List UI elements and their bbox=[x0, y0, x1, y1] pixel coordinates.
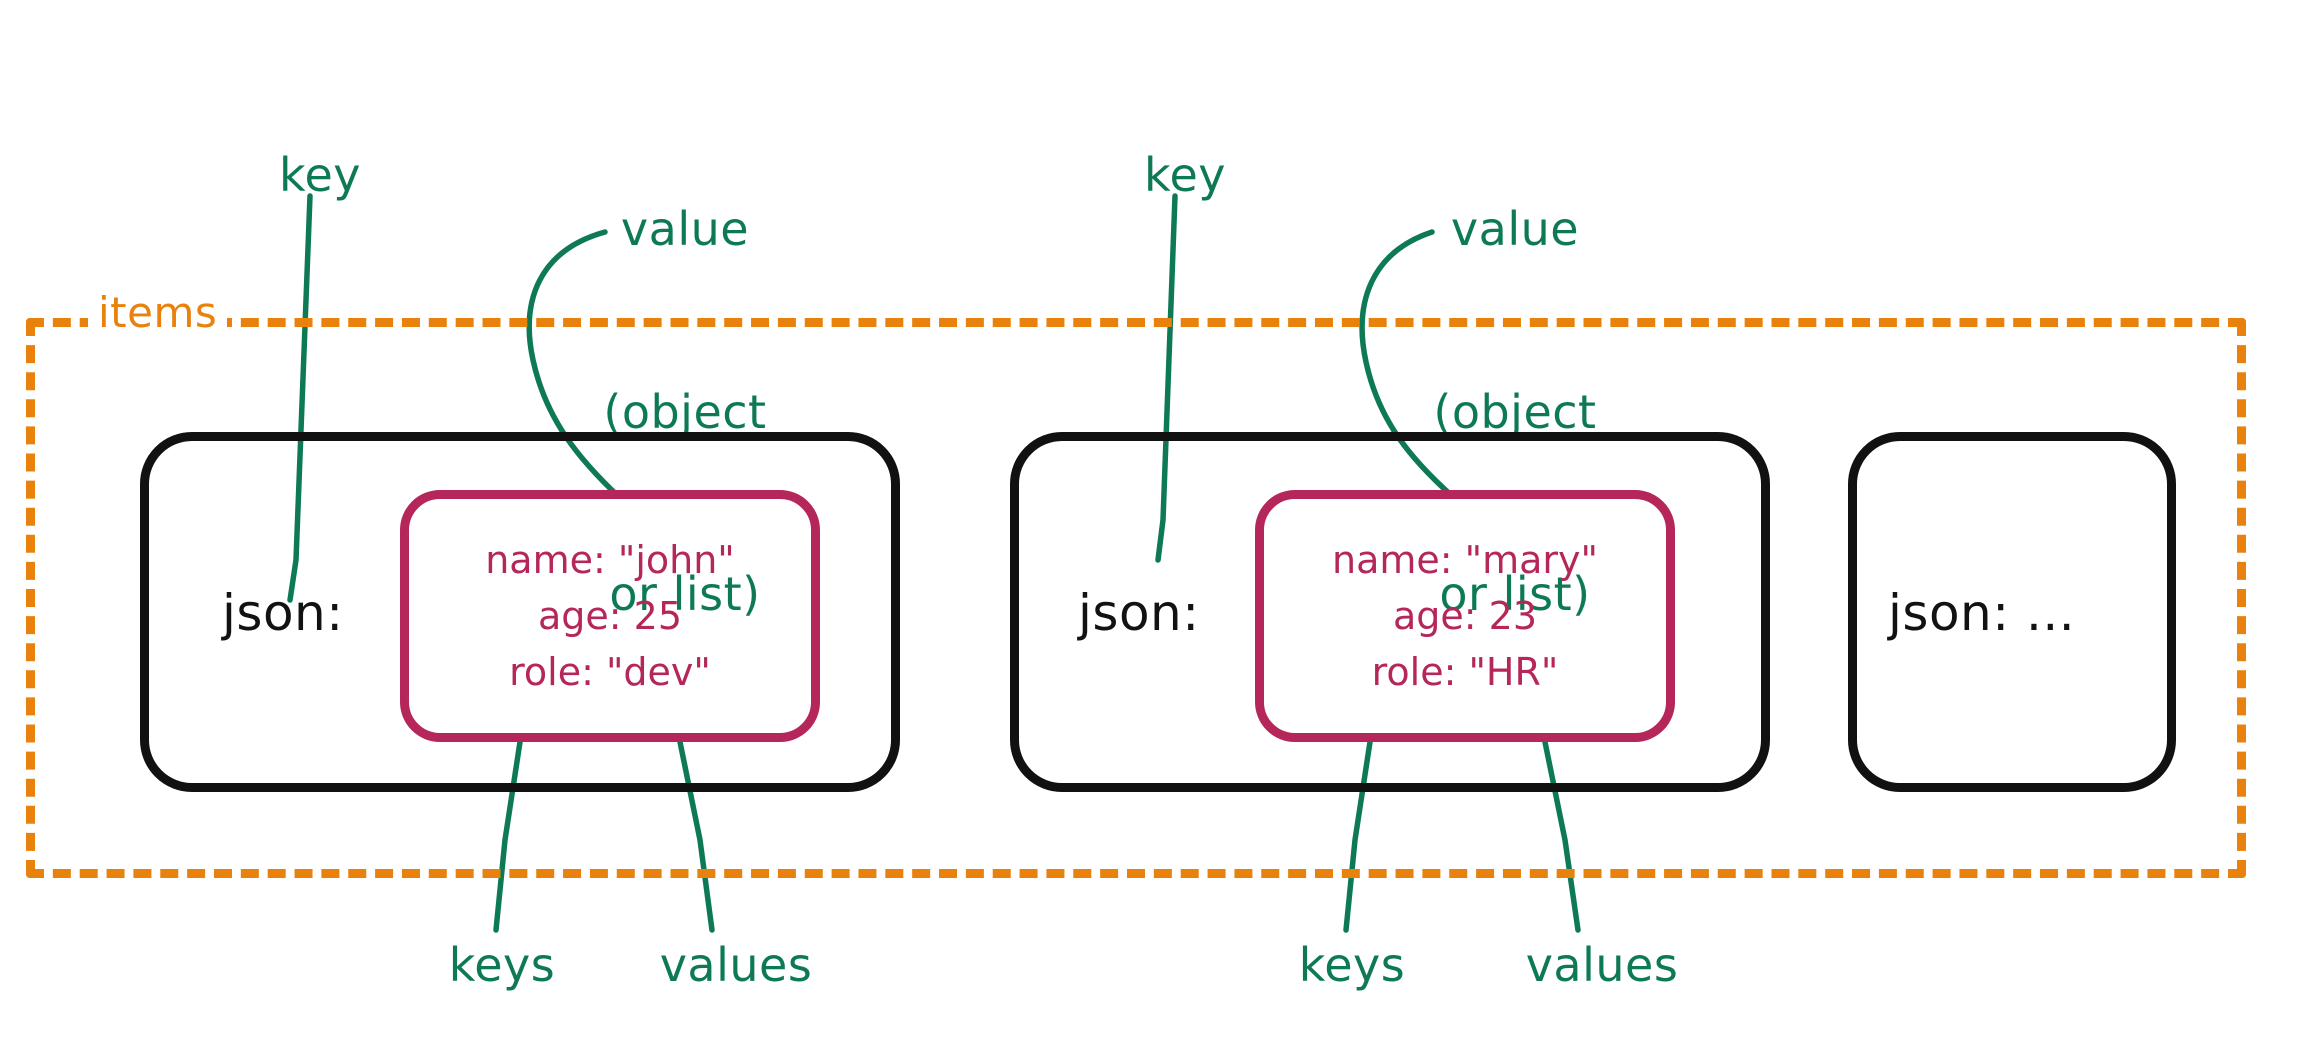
annotation-keys-2: keys bbox=[1298, 938, 1406, 992]
annotation-value-1: value (object or list) bbox=[570, 78, 800, 746]
item-2-pair-0: name: "mary" bbox=[1331, 537, 1599, 582]
item-box-2 bbox=[1010, 432, 1770, 792]
items-container bbox=[26, 318, 2246, 878]
item-2-object-body: name: "mary" age: 23 role: "HR" bbox=[1332, 532, 1598, 701]
item-1-value-box: name: "john" age: 25 role: "dev" bbox=[400, 490, 820, 742]
annotation-values-1: values bbox=[659, 938, 813, 992]
item-box-3 bbox=[1848, 432, 2176, 792]
annotation-value-1-line3: or list) bbox=[609, 566, 761, 621]
annotation-key-1: key bbox=[278, 148, 362, 202]
annotation-value-2-line3: or list) bbox=[1439, 566, 1591, 621]
annotation-value-1-line2: (object bbox=[603, 384, 767, 439]
annotation-value-2-line1: value bbox=[1450, 202, 1580, 257]
item-1-json-label: json: bbox=[222, 584, 344, 642]
item-1-pair-0: name: "john" bbox=[485, 537, 735, 582]
annotation-values-2: values bbox=[1525, 938, 1679, 992]
item-2-pair-1: age: 23 bbox=[1392, 593, 1538, 638]
annotation-keys-1: keys bbox=[448, 938, 556, 992]
item-2-pair-2: role: "HR" bbox=[1371, 650, 1559, 695]
item-2-json-label: json: bbox=[1078, 584, 1200, 642]
item-1-pair-2: role: "dev" bbox=[509, 650, 711, 695]
items-label: items bbox=[88, 288, 228, 338]
item-2-value-box: name: "mary" age: 23 role: "HR" bbox=[1255, 490, 1675, 742]
annotation-value-2: value (object or list) bbox=[1400, 78, 1630, 746]
item-1-object-body: name: "john" age: 25 role: "dev" bbox=[485, 532, 735, 701]
item-3-json-label: json: ... bbox=[1888, 584, 2076, 642]
annotation-value-2-line2: (object bbox=[1433, 384, 1597, 439]
item-1-pair-1: age: 25 bbox=[537, 593, 683, 638]
annotation-value-1-line1: value bbox=[620, 202, 750, 257]
item-box-1 bbox=[140, 432, 900, 792]
annotation-key-2: key bbox=[1143, 148, 1227, 202]
